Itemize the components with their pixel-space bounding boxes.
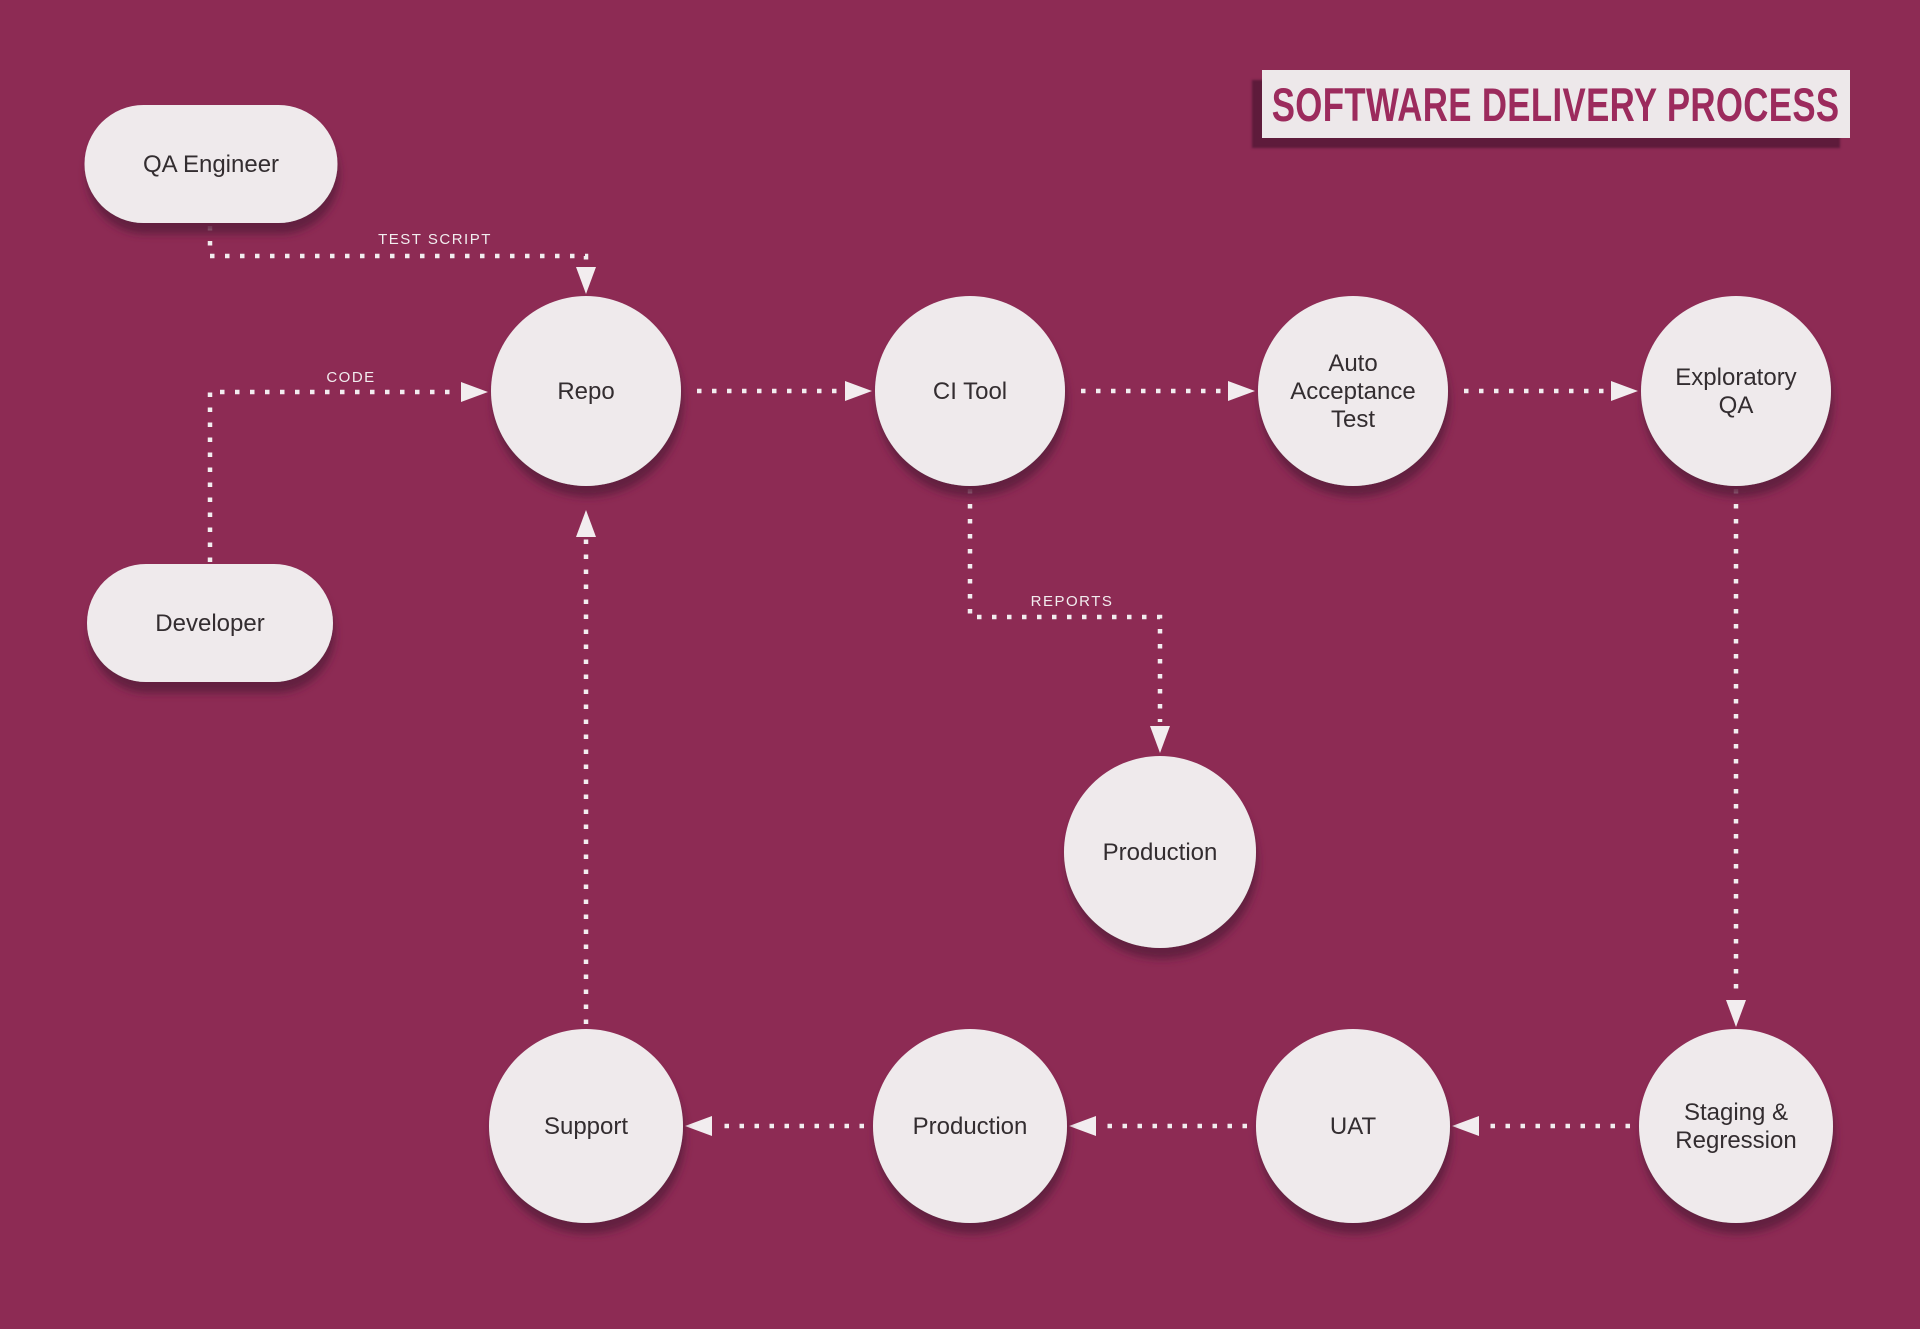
node-circle xyxy=(491,296,681,486)
node-label-line: Test xyxy=(1331,406,1375,433)
node-label: UAT xyxy=(1330,1113,1377,1140)
node-label-line: CI Tool xyxy=(933,378,1007,405)
arrowhead xyxy=(1726,1000,1746,1027)
arrowhead xyxy=(845,381,872,401)
node-pill xyxy=(87,564,333,682)
edge-test-script: TEST SCRIPT xyxy=(207,226,596,294)
node-label: QA Engineer xyxy=(143,151,279,178)
node-label-line: Acceptance xyxy=(1290,378,1415,405)
node-label-line: Production xyxy=(1103,839,1218,866)
edge-staging-regression-to-uat xyxy=(1452,1116,1630,1136)
node-label-line: Production xyxy=(913,1113,1028,1140)
node-label: Repo xyxy=(557,378,614,405)
node-circle xyxy=(1256,1029,1450,1223)
edge-support-to-repo xyxy=(576,510,596,1024)
edge-line xyxy=(207,226,589,262)
node-label-line: Staging & xyxy=(1684,1099,1788,1126)
node-label: CI Tool xyxy=(933,378,1007,405)
edge-repo-to-ci-tool xyxy=(697,381,872,401)
arrowhead xyxy=(1611,381,1638,401)
arrowhead xyxy=(1452,1116,1479,1136)
arrowhead xyxy=(1150,726,1170,753)
node-staging-regression: Staging &Regression xyxy=(1639,1029,1833,1223)
edge-code: CODE xyxy=(207,369,488,562)
edge-line xyxy=(207,389,458,562)
node-circle xyxy=(1639,1029,1833,1223)
node-label-line: QA Engineer xyxy=(143,151,279,178)
node-circle xyxy=(1258,296,1448,486)
node-developer: Developer xyxy=(87,564,333,682)
edge-production-bottom-to-support xyxy=(685,1116,864,1136)
node-production-bottom: Production xyxy=(873,1029,1067,1223)
node-circle xyxy=(1064,756,1256,948)
node-circle xyxy=(1641,296,1831,486)
node-label: Production xyxy=(1103,839,1218,866)
node-production-mid: Production xyxy=(1064,756,1256,948)
node-label-line: Repo xyxy=(557,378,614,405)
node-label-line: Regression xyxy=(1675,1127,1796,1154)
arrowhead xyxy=(685,1116,712,1136)
node-label: Support xyxy=(544,1113,628,1140)
edge-auto-acceptance-test-to-exploratory-qa xyxy=(1464,381,1638,401)
node-ci-tool: CI Tool xyxy=(875,296,1065,486)
arrowhead xyxy=(576,267,596,294)
node-label-line: Exploratory xyxy=(1675,364,1796,391)
node-label-line: Support xyxy=(544,1113,628,1140)
edge-label: TEST SCRIPT xyxy=(378,231,492,248)
node-label-line: Developer xyxy=(155,610,264,637)
arrowhead xyxy=(1228,381,1255,401)
edges-layer: TEST SCRIPT CODE REPORTS xyxy=(207,226,1746,1136)
node-circle xyxy=(875,296,1065,486)
edge-exploratory-qa-to-staging-regression xyxy=(1726,489,1746,1027)
node-label-line: UAT xyxy=(1330,1113,1377,1140)
node-label-line: QA xyxy=(1719,392,1754,419)
edge-label: CODE xyxy=(326,369,375,386)
edge-ci-tool-to-auto-acceptance-test xyxy=(1081,381,1255,401)
edge-line xyxy=(967,489,1163,722)
edge-reports: REPORTS xyxy=(967,489,1170,753)
edge-uat-to-production-bottom xyxy=(1069,1116,1247,1136)
arrowhead xyxy=(576,510,596,537)
node-qa-engineer: QA Engineer xyxy=(84,105,338,223)
node-label: Staging &Regression xyxy=(1675,1099,1796,1154)
node-uat: UAT xyxy=(1256,1029,1450,1223)
node-circle xyxy=(489,1029,683,1223)
title-banner: SOFTWARE DELIVERY PROCESS xyxy=(1262,70,1850,138)
page-title: SOFTWARE DELIVERY PROCESS xyxy=(1272,77,1840,131)
node-support: Support xyxy=(489,1029,683,1223)
node-pill xyxy=(84,105,338,223)
node-label: Developer xyxy=(155,610,264,637)
edge-label: REPORTS xyxy=(1031,593,1114,610)
node-circle xyxy=(873,1029,1067,1223)
node-label-line: Auto xyxy=(1328,350,1377,377)
arrowhead xyxy=(461,382,488,402)
arrowhead xyxy=(1069,1116,1096,1136)
node-repo: Repo xyxy=(491,296,681,486)
node-label: Production xyxy=(913,1113,1028,1140)
